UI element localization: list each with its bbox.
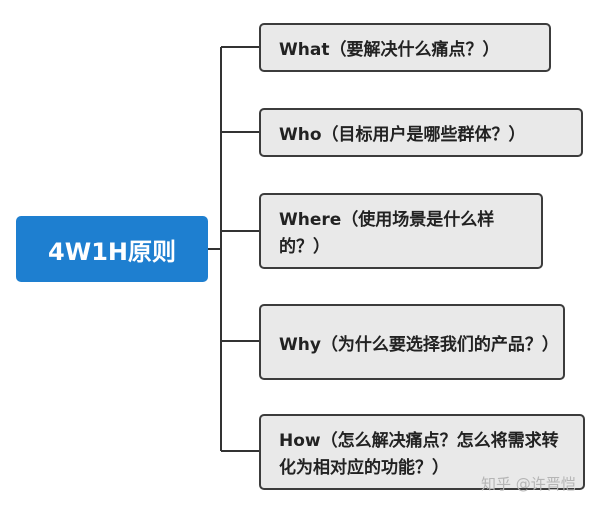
branch-how: How（怎么解决痛点？怎么将需求转化为相对应的功能？）	[259, 414, 585, 490]
root-topic: 4W1H原则	[16, 216, 208, 282]
branch-why: Why（为什么要选择我们的产品？）	[259, 304, 565, 380]
branch-what-label: What（要解决什么痛点？）	[279, 40, 500, 60]
branch-who: Who（目标用户是哪些群体？）	[259, 108, 583, 157]
branch-why-label: Why（为什么要选择我们的产品？）	[279, 334, 559, 355]
branch-how-label: How（怎么解决痛点？怎么将需求转化为相对应的功能？）	[279, 431, 559, 478]
root-topic-label: 4W1H原则	[48, 237, 176, 266]
watermark: 知乎 @许晋恺	[481, 475, 576, 493]
branch-where-label: Where（使用场景是什么样的？）	[279, 210, 495, 257]
branch-where: Where（使用场景是什么样的？）	[259, 193, 543, 269]
branch-what: What（要解决什么痛点？）	[259, 23, 551, 72]
branch-who-label: Who（目标用户是哪些群体？）	[279, 125, 526, 145]
